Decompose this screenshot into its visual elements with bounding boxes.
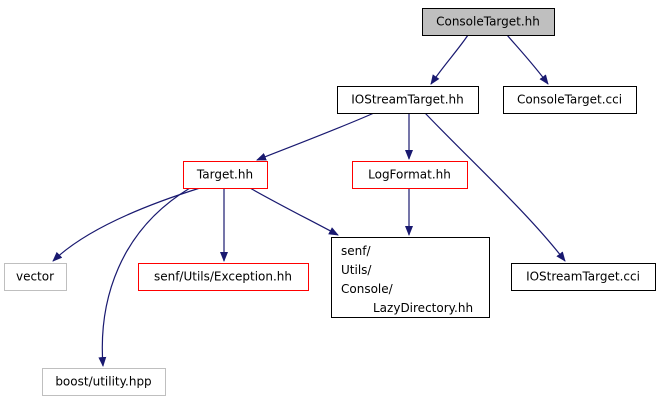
edge-console-target-hh-to-console-target-cci [506,34,549,85]
node-label: IOStreamTarget.cci [526,270,640,284]
node-box [352,161,468,189]
edges-layer [52,34,566,367]
node-logformat-hh[interactable]: LogFormat.hh [352,161,468,189]
node-box [4,263,67,291]
node-vector[interactable]: vector [4,263,67,291]
node-boost-utility-hpp[interactable]: boost/utility.hpp [42,368,166,396]
node-label: ConsoleTarget.cci [517,93,622,107]
node-iostream-target-hh[interactable]: IOStreamTarget.hh [337,86,479,114]
edge-console-target-hh-to-iostream-target-hh [430,34,469,85]
node-box [138,263,309,291]
edge-target-hh-to-lazy-directory-hh [249,187,339,236]
node-box [42,368,166,396]
node-console-target-hh[interactable]: ConsoleTarget.hh [422,8,555,36]
node-label: boost/utility.hpp [55,375,151,389]
node-label: IOStreamTarget.hh [351,93,464,107]
node-exception-hh[interactable]: senf/Utils/Exception.hh [138,263,309,291]
node-box [337,86,479,114]
node-label: vector [16,270,54,284]
edge-iostream-target-hh-to-target-hh [256,112,375,161]
node-label: senf/Utils/Exception.hh [154,270,292,284]
node-iostream-target-cci[interactable]: IOStreamTarget.cci [511,263,656,291]
node-box [422,8,555,36]
node-box [511,263,656,291]
node-lazy-directory-hh[interactable]: senf/Utils/Console/LazyDirectory.hh [331,237,490,318]
node-label: LogFormat.hh [368,168,451,182]
node-label: Console/ [341,282,394,296]
node-box [503,86,637,114]
node-box [331,237,490,318]
edge-target-hh-to-boost-utility-hpp [98,187,191,367]
edge-target-hh-to-vector [52,187,201,262]
node-label: Target.hh [196,168,253,182]
node-console-target-cci[interactable]: ConsoleTarget.cci [503,86,637,114]
node-label: ConsoleTarget.hh [436,15,540,29]
edge-iostream-target-hh-to-iostream-target-cci [424,112,566,262]
node-label: Utils/ [341,263,372,277]
node-label: LazyDirectory.hh [373,301,473,315]
node-label: senf/ [341,244,371,258]
node-target-hh[interactable]: Target.hh [183,161,268,189]
node-box [183,161,268,189]
